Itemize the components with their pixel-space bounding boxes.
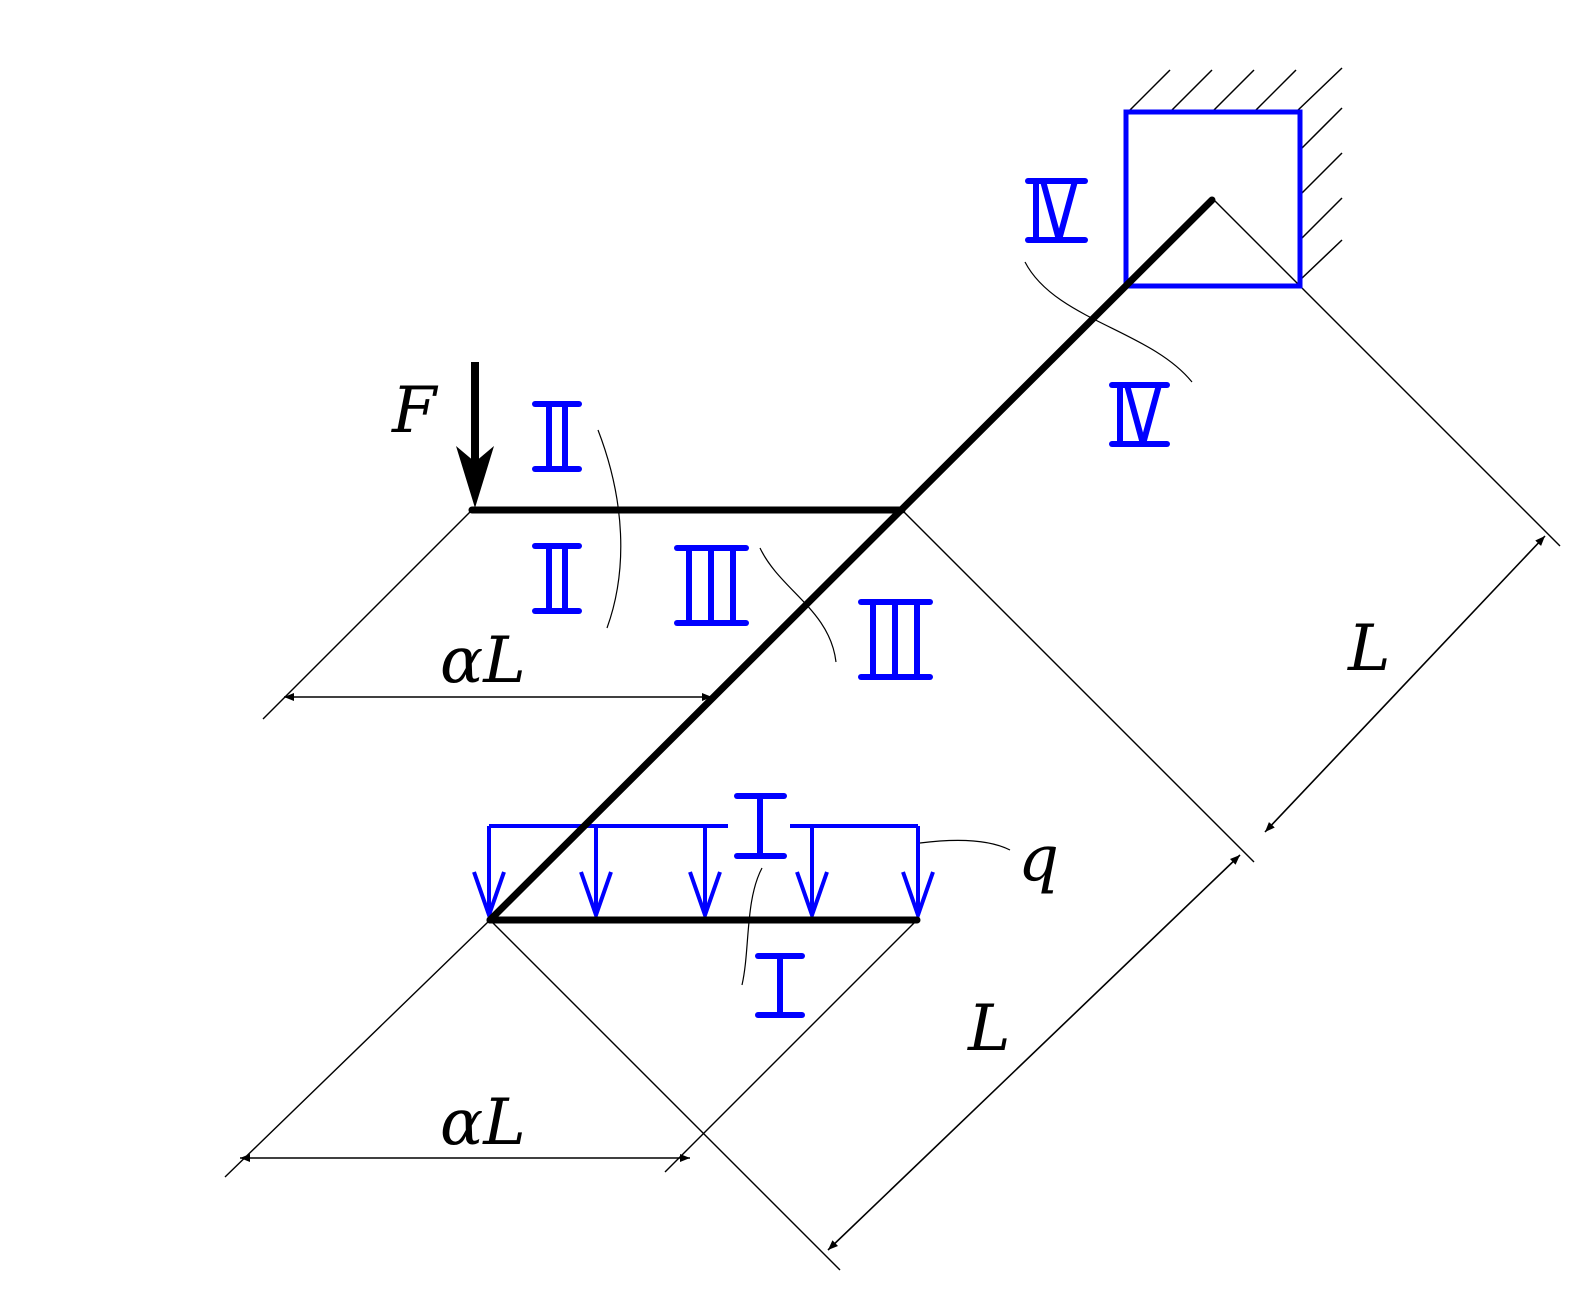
force-label: F <box>391 374 439 448</box>
dim-label-l-lower: L <box>967 992 1011 1066</box>
dimension-lines <box>240 535 1546 1251</box>
dim-label-alpha-l-lower: αL <box>440 1086 526 1160</box>
leader-section-4 <box>1024 261 1193 383</box>
fixed-support-box <box>1123 109 1303 289</box>
leader-curves <box>597 261 1193 986</box>
extension-lines <box>224 197 1561 1271</box>
dim-label-l-right: L <box>1347 612 1391 686</box>
section-4-lower-mark <box>1109 382 1170 447</box>
section-2-upper-mark <box>532 401 582 472</box>
section-2-lower-mark <box>532 543 582 614</box>
distributed-load <box>472 824 935 922</box>
section-4-upper-mark <box>1025 178 1088 243</box>
leader-section-2 <box>597 429 622 629</box>
section-marks <box>532 178 1170 1018</box>
section-3-left-mark <box>674 545 749 626</box>
section-1-lower-mark <box>755 953 805 1018</box>
leader-section-3 <box>759 547 837 663</box>
section-3-right-mark <box>858 599 933 680</box>
dim-l-lower <box>827 854 1241 1251</box>
force-arrow <box>456 362 494 508</box>
dim-l-right <box>1264 535 1546 833</box>
wall-hatching <box>1127 67 1343 281</box>
diagonal-main-member <box>486 196 1216 924</box>
leader-q <box>919 839 1011 851</box>
load-label: q <box>1018 822 1059 896</box>
frame-members <box>468 196 1216 924</box>
section-1-upper-mark <box>734 793 787 859</box>
leader-section-1 <box>741 867 763 986</box>
dim-label-alpha-l-upper: αL <box>440 624 526 698</box>
